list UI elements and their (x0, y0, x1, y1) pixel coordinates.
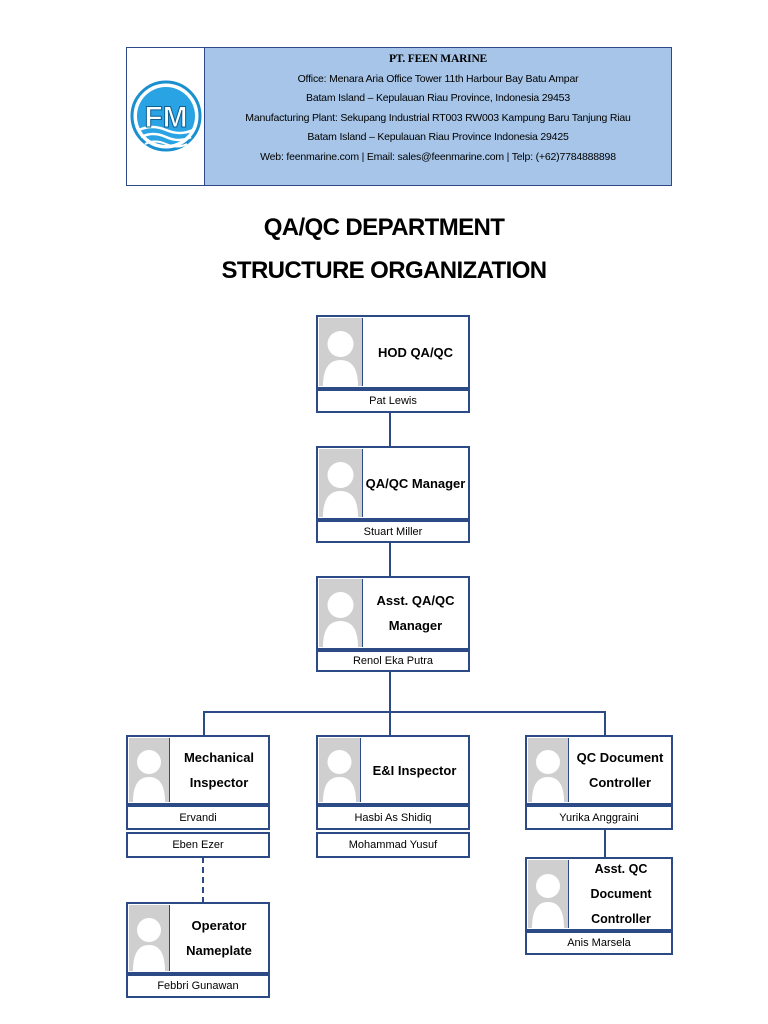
role-title: Operator Nameplate (170, 904, 268, 972)
person-avatar-icon (319, 449, 363, 517)
person-avatar-icon (528, 860, 569, 928)
connector-asst-branch (389, 670, 391, 712)
plant-address: Manufacturing Plant: Sekupang Industrial… (245, 111, 631, 124)
name-cell: Hasbi As Shidiq (316, 805, 470, 830)
connector-doc-asstdoc (604, 829, 606, 858)
connector-manager-asst (389, 541, 391, 578)
header-text: PT. FEEN MARINE Office: Menara Aria Offi… (205, 50, 671, 167)
name-cell: Pat Lewis (316, 389, 470, 413)
role-title: Asst. QC Document Controller (569, 859, 673, 929)
page-subtitle: STRUCTURE ORGANIZATION (221, 257, 547, 284)
connector-branch-ei (389, 711, 391, 736)
name-cell: Eben Ezer (126, 832, 270, 858)
name-cell: Febbri Gunawan (126, 974, 270, 998)
role-line: Controller (588, 775, 652, 790)
org-box-ei-inspector: E&I Inspector (316, 735, 470, 805)
role-title: Asst. QA/QC Manager (363, 578, 468, 648)
connector-mechanical-operator (202, 857, 204, 903)
org-box-asst-manager: Asst. QA/QC Manager (316, 576, 470, 650)
role-line: Asst. QA/QC (376, 593, 455, 608)
contact-info: Web: feenmarine.com | Email: sales@feenm… (260, 150, 616, 163)
role-title: QC Document Controller (569, 737, 671, 803)
connector-branch-doc (604, 711, 606, 736)
person-avatar-icon (319, 738, 361, 802)
org-box-mechanical-inspector: Mechanical Inspector (126, 735, 270, 805)
person-avatar-icon (129, 738, 170, 802)
role-line: Controller (591, 911, 651, 926)
role-title: Mechanical Inspector (170, 737, 268, 803)
connector-branch-mechanical (203, 711, 205, 736)
name-cell: Renol Eka Putra (316, 650, 470, 672)
person-avatar-icon (129, 905, 170, 971)
company-logo: FM (130, 80, 202, 152)
plant-city: Batam Island – Kepulauan Riau Province I… (307, 131, 569, 143)
logo-text: FM (144, 101, 187, 134)
org-box-operator-nameplate: Operator Nameplate (126, 902, 270, 974)
company-header: FM PT. FEEN MARINE Office: Menara Aria O… (126, 47, 672, 186)
name-cell: Mohammad Yusuf (316, 832, 470, 858)
role-line: QC Document (576, 750, 664, 765)
role-line: Manager (388, 618, 443, 633)
person-avatar-icon (528, 738, 569, 802)
org-box-qc-document-controller: QC Document Controller (525, 735, 673, 805)
person-avatar-icon (319, 579, 363, 647)
office-city: Batam Island – Kepulauan Riau Province, … (306, 92, 570, 104)
org-box-asst-qc-document-controller: Asst. QC Document Controller (525, 857, 673, 931)
person-avatar-icon (319, 318, 363, 386)
office-address: Office: Menara Aria Office Tower 11th Ha… (297, 72, 579, 85)
role-title: HOD QA/QC (377, 344, 454, 360)
connector-hod-manager (389, 411, 391, 448)
role-title: QA/QC Manager (365, 475, 466, 491)
role-line: Nameplate (186, 943, 252, 958)
name-cell: Anis Marsela (525, 931, 673, 955)
name-cell: Stuart Miller (316, 520, 470, 543)
connector-branch-horizontal (203, 711, 605, 713)
org-box-hod: HOD QA/QC (316, 315, 470, 389)
logo-cell: FM (127, 48, 205, 185)
role-line: Operator (191, 918, 247, 933)
name-cell: Ervandi (126, 805, 270, 830)
name-cell: Yurika Anggraini (525, 805, 673, 830)
page-title: QA/QC DEPARTMENT (263, 214, 505, 241)
company-name: PT. FEEN MARINE (388, 53, 488, 65)
role-line: Inspector (189, 775, 249, 790)
role-title: E&I Inspector (372, 762, 457, 778)
org-box-manager: QA/QC Manager (316, 446, 470, 520)
role-line: Mechanical (183, 750, 255, 765)
role-line: Asst. QC Document (590, 861, 652, 901)
